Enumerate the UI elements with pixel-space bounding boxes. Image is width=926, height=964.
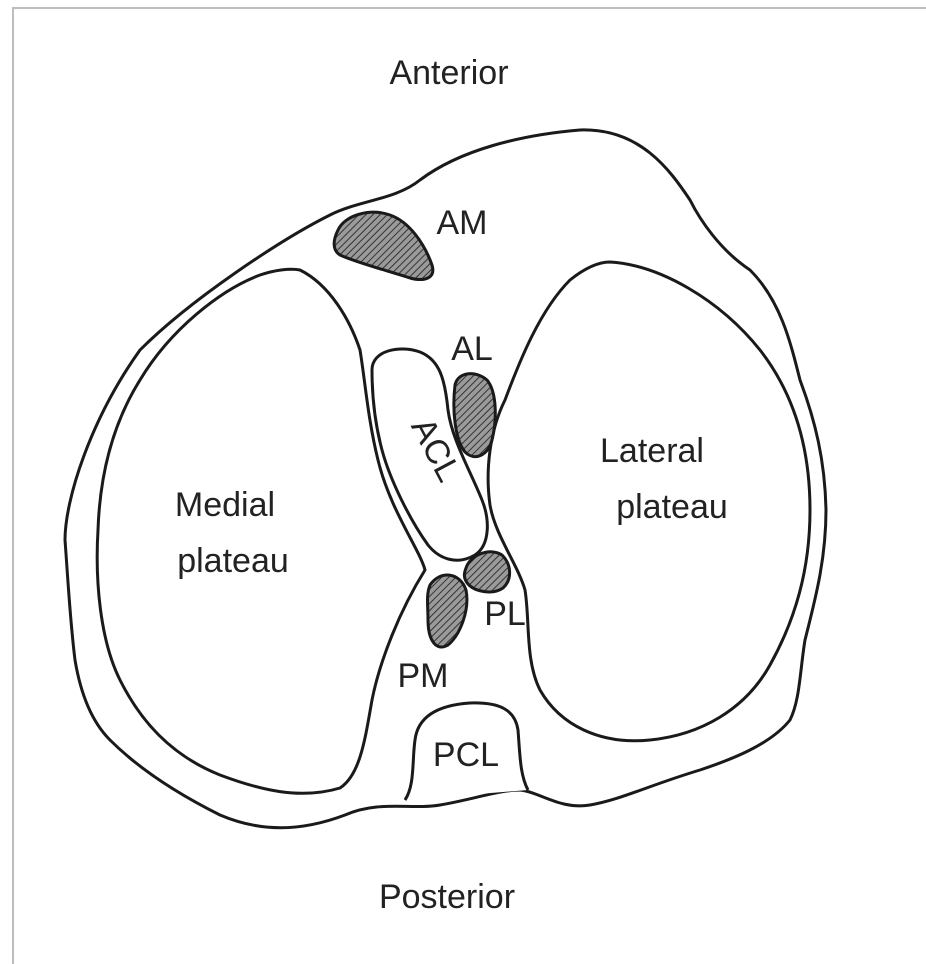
label-medial-line2: plateau — [177, 542, 289, 580]
am-bundle — [334, 212, 433, 279]
label-anterior: Anterior — [389, 54, 508, 92]
label-lateral-line2: plateau — [616, 488, 728, 526]
medial-plateau — [97, 269, 425, 793]
al-bundle — [454, 374, 495, 457]
label-medial-line1: Medial — [175, 486, 275, 524]
label-pl: PL — [484, 595, 526, 633]
label-al: AL — [451, 330, 493, 368]
label-posterior: Posterior — [379, 878, 515, 916]
label-pm: PM — [398, 657, 449, 695]
label-am: AM — [437, 204, 488, 242]
pm-bundle — [428, 575, 467, 647]
label-lateral-line1: Lateral — [600, 432, 704, 470]
pl-bundle — [464, 552, 509, 592]
label-pcl: PCL — [433, 736, 499, 774]
